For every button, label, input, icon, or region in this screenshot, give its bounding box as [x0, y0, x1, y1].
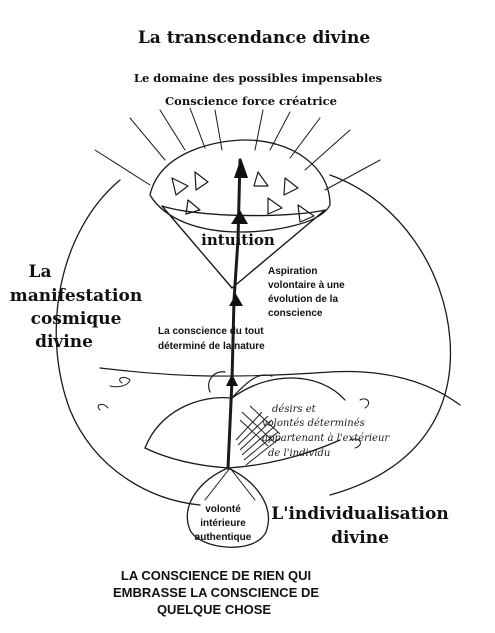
- bottom-caption: LA CONSCIENCE DE RIEN QUI EMBRASSE LA CO…: [113, 568, 319, 617]
- swirl-marks: [97, 376, 370, 449]
- scribble-line: désirs et: [272, 404, 317, 415]
- nature-text: La conscience du tout déterminé de la na…: [158, 326, 265, 352]
- volonte-text: volonté intérieure authentique: [195, 504, 252, 543]
- nature-line: La conscience du tout: [158, 326, 264, 337]
- manifestation-text: La manifestation cosmique divine: [10, 262, 142, 352]
- scribble-line: appartenant à l'extérieur: [262, 433, 390, 444]
- manifestation-line: divine: [35, 332, 93, 352]
- conscience-force-label: Conscience force créatrice: [165, 94, 337, 108]
- bottom-line: LA CONSCIENCE DE RIEN QUI: [121, 568, 311, 583]
- axis-arrows: [226, 158, 248, 386]
- bottom-line: QUELQUE CHOSE: [157, 602, 271, 617]
- volonte-line: volonté: [205, 504, 241, 515]
- individualisation-line: divine: [331, 528, 389, 548]
- convergence-lines: [204, 467, 256, 501]
- aspiration-line: évolution de la: [268, 294, 338, 305]
- volonte-line: intérieure: [200, 518, 246, 529]
- aspiration-line: volontaire à une: [268, 280, 345, 291]
- aspiration-text: Aspiration volontaire à une évolution de…: [268, 266, 345, 319]
- manifestation-line: La: [29, 262, 52, 282]
- outer-sphere: [55, 174, 461, 506]
- scribble-note: désirs et volontés déterminés appartenan…: [262, 404, 390, 459]
- intuition-funnel: [161, 205, 326, 289]
- upper-dome: [149, 139, 331, 233]
- diagram-title: La transcendance divine: [138, 28, 371, 48]
- manifestation-line: manifestation: [10, 286, 142, 306]
- central-axis: [226, 158, 242, 470]
- intuition-label: intuition: [201, 231, 275, 249]
- nature-line: déterminé de la nature: [158, 341, 265, 352]
- manifestation-line: cosmique: [31, 309, 122, 329]
- scribble-line: de l'individu: [268, 448, 330, 459]
- scribble-hatching: [235, 405, 281, 466]
- volonte-line: authentique: [195, 532, 252, 543]
- aspiration-line: Aspiration: [268, 266, 317, 277]
- volonte-oval: [186, 467, 270, 548]
- bottom-line: EMBRASSE LA CONSCIENCE DE: [113, 585, 319, 600]
- possibles-label: Le domaine des possibles impensables: [134, 71, 382, 85]
- scribble-line: volontés déterminés: [262, 418, 365, 429]
- individualisation-line: L'individualisation: [271, 504, 448, 524]
- individualisation-text: L'individualisation divine: [271, 504, 448, 548]
- aspiration-line: conscience: [268, 308, 323, 319]
